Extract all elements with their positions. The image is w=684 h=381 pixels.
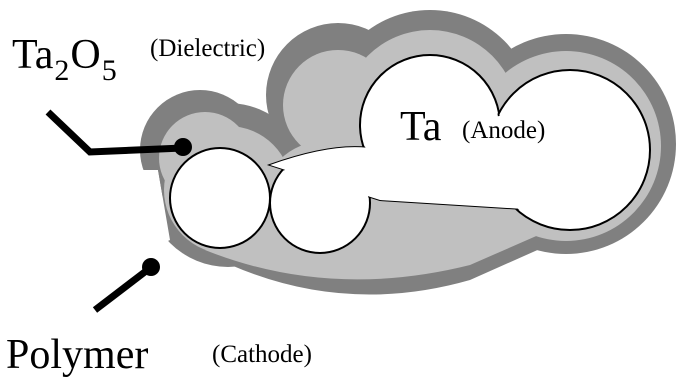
- anode-fill-overlay: [171, 56, 649, 252]
- dielectric-o: O: [70, 32, 101, 78]
- anode-label: Ta: [400, 104, 442, 150]
- dielectric-pointer-icon: [45, 109, 192, 156]
- dielectric-ta: Ta: [12, 32, 54, 78]
- cathode-label: Polymer: [6, 332, 149, 378]
- cathode-note: (Cathode): [212, 341, 312, 368]
- dielectric-sub-2: 2: [54, 54, 70, 87]
- dielectric-label: Ta2O5: [12, 32, 118, 86]
- dielectric-sub-5: 5: [101, 54, 117, 87]
- dielectric-note: (Dielectric): [150, 35, 266, 62]
- cathode-pointer-icon: [92, 258, 160, 313]
- anode-note: (Anode): [462, 117, 546, 144]
